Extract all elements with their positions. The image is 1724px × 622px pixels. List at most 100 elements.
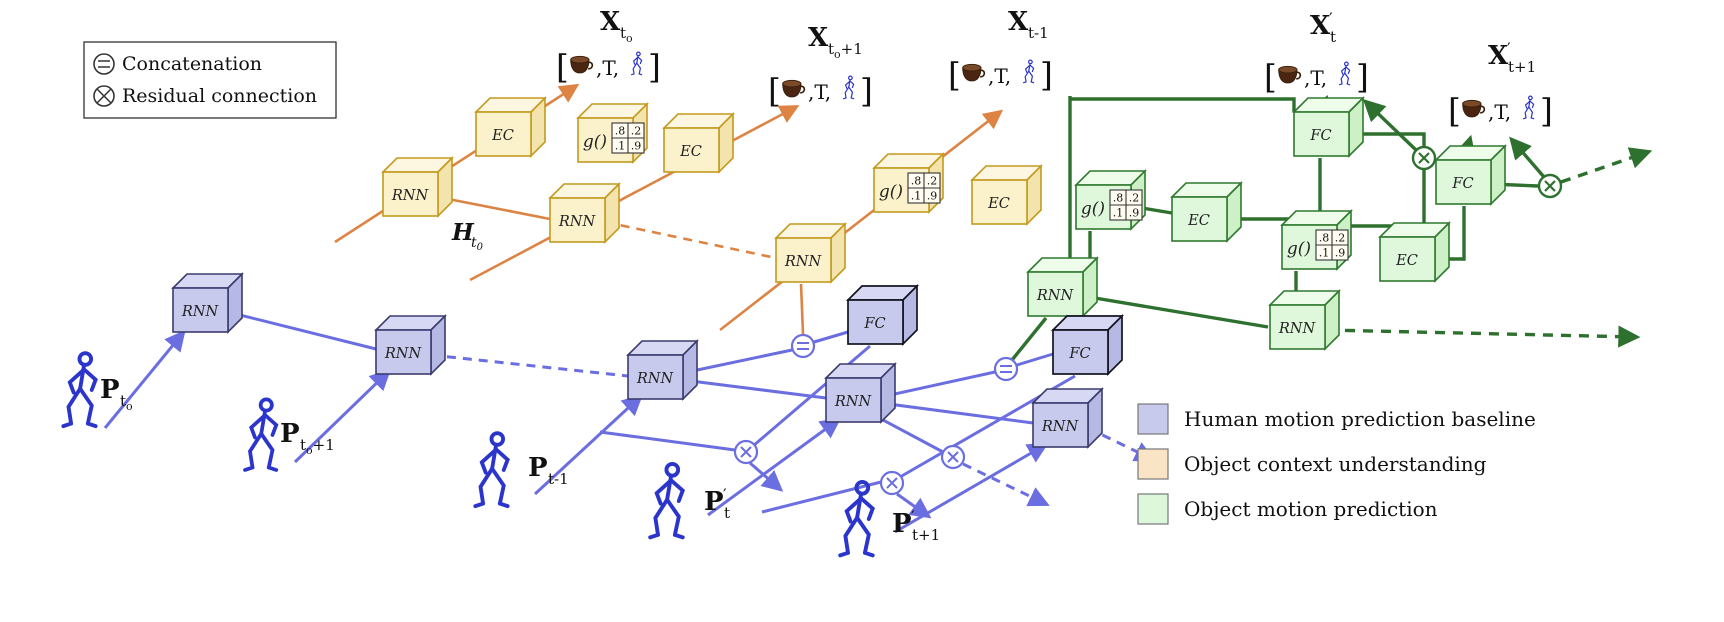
svg-text:X: X [1488,41,1509,71]
context-input-line [719,109,1004,332]
svg-text:P: P [704,487,724,517]
concat-to-fc-line [813,330,849,344]
residual-skip-line [599,430,736,452]
cube-label: g() [1287,239,1311,259]
svg-text:,T,: ,T, [1304,66,1327,90]
context-rnn-chain [437,195,551,221]
cube-label: RNN [1278,321,1317,337]
cube-label: g() [879,182,903,202]
svg-text:[: [ [556,47,569,86]
skeleton-icon [1522,95,1535,120]
fc-cube-motion-2: FC [1434,144,1507,206]
motion-to-concat-line [1010,316,1048,362]
svg-text:.9: .9 [1129,207,1140,220]
residual-node-icon [879,470,905,496]
ec-cube-motion-1: EC [1170,181,1243,243]
svg-text:]: ] [860,71,873,110]
cube-label: RNN [391,188,430,204]
residual-node-icon [1411,145,1437,171]
ec-cube-context-3: EC [970,164,1043,226]
cube-label: RNN [636,371,675,387]
svg-text:P: P [280,419,300,449]
legend-swatch-human [1137,403,1169,435]
legend-residual-label: Residual connection [122,85,317,107]
cube-label: EC [987,196,1010,212]
fc-to-residual-route [1349,132,1426,146]
skeleton-icon [1022,59,1035,84]
legend-swatch-motion [1137,493,1169,525]
cube-label: RNN [384,346,423,362]
residual-node-icon [1537,173,1563,199]
svg-text:.1: .1 [1319,247,1330,260]
svg-text:X: X [1310,11,1331,41]
cube-label: g() [583,132,607,152]
concat-to-fc-line [1016,352,1054,367]
concat-node-icon [993,356,1019,382]
cup-icon [961,63,986,82]
motion-input-top-route [1070,97,1296,112]
object-motion-flow-lines [1010,94,1653,362]
rnn-cube-human-4: RNN [824,362,897,424]
label-p-prime-t: P ′ t [704,485,730,522]
svg-text:,T,: ,T, [596,56,619,80]
residual-node-icon [733,439,759,465]
residual-output-arrow [1362,98,1418,152]
human-rnn-chain [682,378,827,400]
object-tuple: [ ,T, ] [948,55,1053,94]
concat-node-icon [790,333,816,359]
rnn-cube-motion-1: RNN [1026,256,1099,318]
ec-cube-motion-2: EC [1378,221,1451,283]
cube-label: FC [863,316,885,332]
residual-output-arrow [1509,136,1546,179]
cup-icon [1277,65,1302,84]
svg-text:.8: .8 [1113,192,1124,205]
svg-text:X: X [808,23,829,53]
svg-text:t: t [724,504,730,522]
residual-skip-line [761,480,882,514]
legend-label-context: Object context understanding [1184,452,1487,476]
rnn-to-concat-line [682,348,793,375]
motion-rnn-chain-dashed-arrow [1326,325,1641,348]
residual-connection-icon [93,85,115,107]
gate-cube-motion-1: g() [1074,169,1147,231]
label-x-tminus1: X t-1 [1008,7,1049,42]
residual-node-icon [940,444,966,470]
legend-label-human: Human motion prediction baseline [1184,407,1536,431]
svg-text:P: P [528,453,548,483]
rnn-to-concat-line [880,370,996,399]
object-tuple: [ ,T, ] [1448,91,1553,130]
label-p-t0plus1: P to+1 [280,419,335,457]
svg-text:,T,: ,T, [988,64,1011,88]
label-p-t0: P to [100,375,133,413]
ec-cube-context-1: EC [474,96,547,158]
concatenation-icon [93,53,115,75]
rnn-cube-motion-2: RNN [1268,289,1341,351]
pose-skeleton-icon [243,397,279,472]
label-p-tminus1: P t-1 [528,453,569,488]
svg-text:.1: .1 [615,140,626,153]
human-rnn-chain-dashed [430,353,629,378]
svg-text:[: [ [1448,91,1461,130]
human-rnn-chain-dashed-arrow [1087,426,1156,462]
pose-input-arrow [533,394,644,496]
svg-text:t+1: t+1 [912,526,940,544]
cube-label: EC [491,128,514,144]
human-rnn-chain [880,401,1034,425]
label-base: X [600,7,621,37]
gate-matrix: .8.2 .1.9 [1315,229,1349,261]
svg-text:′: ′ [1507,39,1511,58]
svg-text:]: ] [1356,57,1369,96]
svg-text:.2: .2 [631,125,642,138]
svg-text:[: [ [948,55,961,94]
svg-text:]: ] [1040,55,1053,94]
svg-text:to: to [620,24,633,45]
skeleton-icon [630,51,643,76]
rnn-cube-human-2: RNN [374,314,447,376]
gate-matrix: .8.2 .1.9 [611,122,645,154]
svg-text:t: t [1330,28,1336,46]
cup-icon [1461,99,1486,118]
object-tuple: [ ,T, ] [1264,57,1369,96]
svg-text:X: X [1008,7,1029,37]
rnn-cube-context-3: RNN [774,222,847,284]
